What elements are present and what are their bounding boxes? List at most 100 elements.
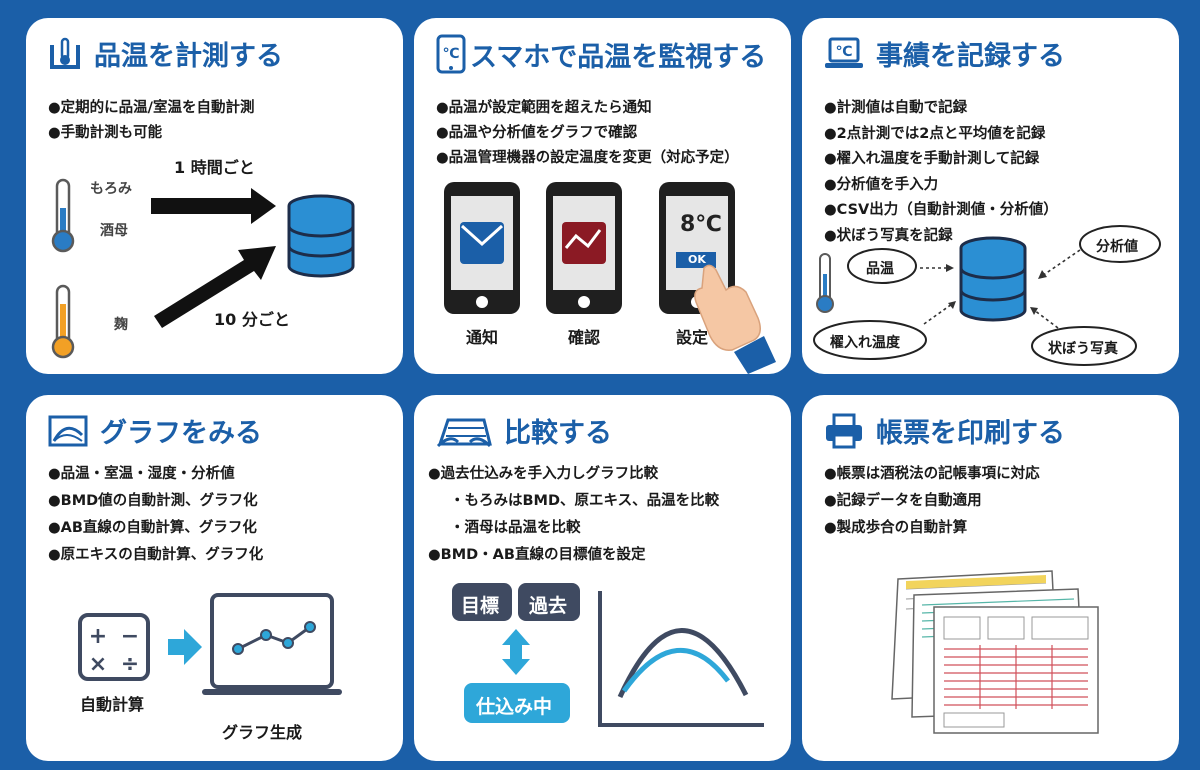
panel-print: 帳票を印刷する ●帳票は酒税法の記帳事項に対応 ●記録データを自動適用 ●製成歩… bbox=[802, 395, 1179, 761]
bullet-item: ●手動計測も可能 bbox=[48, 125, 163, 141]
svg-text:+: + bbox=[89, 624, 107, 649]
bubble-kaiire bbox=[813, 320, 927, 360]
bullet-list: ●帳票は酒税法の記帳事項に対応 ●記録データを自動適用 ●製成歩合の自動計算 bbox=[824, 461, 1040, 542]
panel-title: 事績を記録する bbox=[876, 41, 1065, 72]
bubble-label: 櫂入れ温度 bbox=[830, 335, 900, 351]
svg-text:−: − bbox=[121, 624, 139, 649]
dashed-arrows bbox=[920, 249, 1081, 329]
label-graph-gen: グラフ生成 bbox=[222, 723, 303, 742]
tag-past: 過去 bbox=[529, 595, 568, 617]
bullet-item: ●計測値は自動で記録 bbox=[824, 100, 968, 116]
bubble-bunseki bbox=[1079, 225, 1161, 263]
bullet-item: ●品温管理機器の設定温度を変更（対応予定） bbox=[436, 150, 739, 166]
compare-chart-icon bbox=[598, 591, 764, 727]
compare-illustration bbox=[452, 583, 764, 727]
phone-check bbox=[546, 182, 622, 314]
panel-title: 品温を計測する bbox=[94, 41, 283, 72]
label-koji: 麹 bbox=[114, 317, 128, 333]
bullet-item: ●櫂入れ温度を手動計測して記録 bbox=[824, 151, 1040, 167]
svg-text:×: × bbox=[89, 652, 107, 677]
label-hourly: 1 時間ごと bbox=[174, 158, 255, 177]
bullet-item: ●品温・室温・湿度・分析値 bbox=[48, 466, 235, 482]
bullet-item: ●BMD・AB直線の目標値を設定 bbox=[428, 547, 646, 563]
bullet-list: ●過去仕込みを手入力しグラフ比較 ・もろみはBMD、原エキス、品温を比較 ・酒母… bbox=[428, 461, 719, 569]
bubble-label: 品温 bbox=[866, 261, 894, 277]
panel-header: 帳票を印刷する bbox=[824, 411, 1065, 450]
measure-illustration bbox=[51, 178, 355, 359]
panel-header: グラフをみる bbox=[48, 411, 262, 450]
panel-header: 品温を計測する bbox=[48, 34, 283, 73]
bullet-item: ●CSV出力（自動計測値・分析値） bbox=[824, 202, 1058, 218]
bullet-item: ●品温や分析値をグラフで確認 bbox=[436, 125, 638, 141]
updown-arrow-icon bbox=[502, 629, 530, 675]
thermometer-blue-icon bbox=[51, 178, 75, 253]
keyboard-hands-icon bbox=[436, 418, 492, 447]
printer-icon bbox=[826, 413, 862, 448]
bubble-hinon bbox=[847, 248, 917, 284]
laptop-celsius-icon: ℃ bbox=[825, 37, 863, 68]
calculator-icon: + − × ÷ bbox=[78, 613, 150, 681]
ok-label: OK bbox=[688, 253, 706, 266]
panel-monitor: ℃ スマホで品温を監視する ●品温が設定範囲を超えたら通知 ●品温や分析値をグラ… bbox=[414, 18, 791, 374]
svg-text:℃: ℃ bbox=[443, 46, 460, 62]
label-tenmin: 10 分ごと bbox=[214, 310, 290, 329]
bullet-list: ●定期的に品温/室温を自動計測 ●手動計測も可能 bbox=[48, 96, 254, 146]
bullet-item: ●BMD値の自動計測、グラフ化 bbox=[48, 493, 258, 509]
database-icon bbox=[959, 236, 1027, 322]
phone-notify bbox=[444, 182, 520, 314]
arrow-right-icon bbox=[151, 188, 276, 224]
record-illustration bbox=[813, 225, 1161, 366]
documents-illustration bbox=[891, 570, 1099, 734]
bullet-list: ●品温・室温・湿度・分析値 ●BMD値の自動計測、グラフ化 ●AB直線の自動計算… bbox=[48, 461, 263, 569]
bullet-item: ●過去仕込みを手入力しグラフ比較 bbox=[428, 466, 659, 482]
phone-label: 確認 bbox=[568, 328, 601, 347]
bullet-item: ・酒母は品温を比較 bbox=[450, 520, 581, 536]
document-sheet bbox=[933, 606, 1099, 734]
arrow-diagonal-icon bbox=[154, 246, 276, 328]
panel-title: 比較する bbox=[504, 418, 612, 449]
database-icon bbox=[287, 194, 355, 278]
panel-title: スマホで品温を監視する bbox=[470, 41, 767, 73]
bubble-label: 分析値 bbox=[1096, 239, 1138, 255]
bubble-jobo bbox=[1031, 326, 1137, 366]
panel-header: ℃ スマホで品温を監視する bbox=[436, 34, 766, 74]
tag-past-bg bbox=[518, 583, 580, 621]
tag-current: 仕込み中 bbox=[476, 696, 553, 718]
panel-measure: 品温を計測する ●定期的に品温/室温を自動計測 ●手動計測も可能 1 時間ごと … bbox=[26, 18, 403, 374]
bubble-label: 状ぼう写真 bbox=[1048, 341, 1118, 357]
label-auto-calc: 自動計算 bbox=[80, 695, 145, 714]
panel-compare: 比較する ●過去仕込みを手入力しグラフ比較 ・もろみはBMD、原エキス、品温を比… bbox=[414, 395, 791, 761]
phones-illustration bbox=[444, 182, 776, 374]
panel-title: 帳票を印刷する bbox=[876, 418, 1065, 449]
thermometer-box-icon bbox=[50, 37, 80, 69]
bullet-item: ●2点計測では2点と平均値を記録 bbox=[824, 125, 1046, 142]
bullet-item: ●状ぼう写真を記録 bbox=[824, 227, 953, 244]
phone-label: 通知 bbox=[466, 328, 499, 347]
bullet-item: ●AB直線の自動計算、グラフ化 bbox=[48, 520, 257, 536]
label-shubo: 酒母 bbox=[100, 223, 128, 239]
monitor-graph-icon bbox=[202, 593, 342, 695]
label-moromi: もろみ bbox=[90, 181, 132, 197]
panel-record: ℃ 事績を記録する ●計測値は自動で記録 ●2点計測では2点と平均値を記録 ●櫂… bbox=[802, 18, 1179, 374]
tag-target: 目標 bbox=[461, 595, 500, 617]
bullet-item: ・もろみはBMD、原エキス、品温を比較 bbox=[450, 493, 720, 509]
phone-label: 設定 bbox=[676, 328, 709, 347]
arrow-right-icon bbox=[168, 629, 202, 665]
svg-text:÷: ÷ bbox=[121, 652, 139, 677]
panel-title: グラフをみる bbox=[100, 418, 262, 449]
panel-header: ℃ 事績を記録する bbox=[824, 34, 1065, 73]
panel-header: 比較する bbox=[436, 411, 612, 450]
tag-target-bg bbox=[452, 583, 512, 621]
tag-current-bg bbox=[464, 683, 570, 723]
curve-chart-icon bbox=[48, 415, 88, 446]
bullet-item: ●帳票は酒税法の記帳事項に対応 bbox=[824, 466, 1040, 482]
svg-text:℃: ℃ bbox=[836, 44, 853, 60]
bullet-item: ●品温が設定範囲を超えたら通知 bbox=[436, 100, 652, 116]
bullet-item: ●原エキスの自動計算、グラフ化 bbox=[48, 547, 264, 563]
ok-button-graphic bbox=[676, 252, 716, 268]
smartphone-celsius-icon: ℃ bbox=[436, 34, 466, 74]
bullet-item: ●分析値を手入力 bbox=[824, 176, 939, 193]
thermometer-icon bbox=[816, 253, 834, 313]
bullet-list: ●品温が設定範囲を超えたら通知 ●品温や分析値をグラフで確認 ●品温管理機器の設… bbox=[436, 96, 739, 171]
bullet-list: ●計測値は自動で記録 ●2点計測では2点と平均値を記録 ●櫂入れ温度を手動計測し… bbox=[824, 96, 1058, 249]
